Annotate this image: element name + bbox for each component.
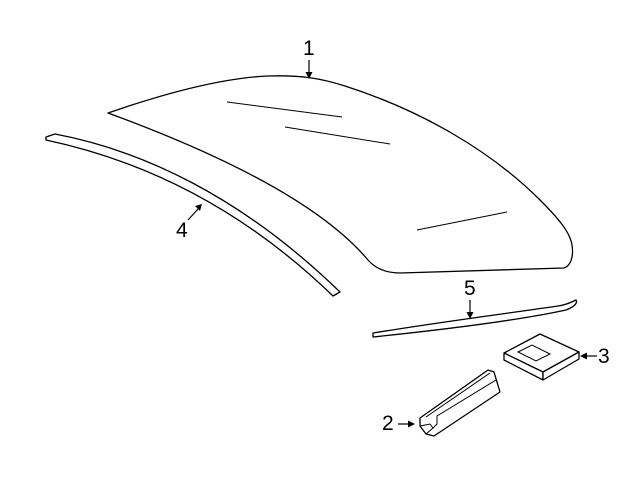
callout-5: 5 [464, 277, 476, 300]
callout-4: 4 [176, 219, 188, 242]
callout-2: 2 [382, 412, 394, 435]
part-5-rear-molding [372, 299, 578, 338]
callout-3: 3 [598, 345, 610, 368]
leader-3 [580, 352, 597, 360]
leader-4 [187, 204, 202, 221]
part-3-pad [503, 333, 580, 381]
part-4-side-molding [45, 133, 341, 297]
leader-2 [398, 420, 415, 428]
callout-1: 1 [303, 37, 315, 60]
leader-1 [305, 60, 313, 79]
leader-5 [466, 300, 474, 319]
part-1-roof-glass [107, 75, 574, 274]
part-2-bracket [419, 369, 501, 437]
